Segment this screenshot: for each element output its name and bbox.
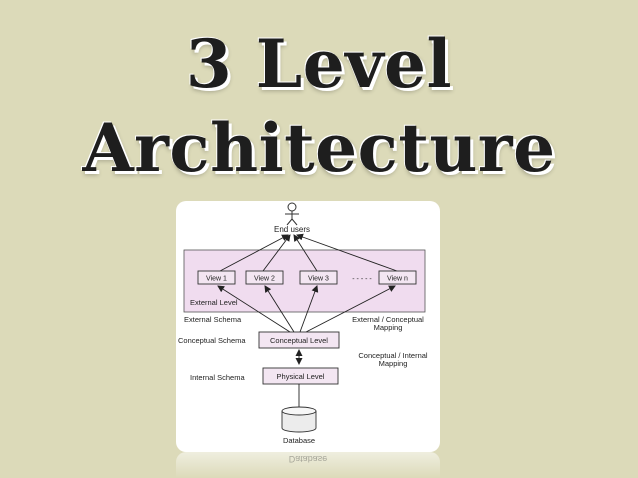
- conceptual-level-box: Conceptual Level: [258, 331, 340, 349]
- conceptual-schema-label: Conceptual Schema: [178, 336, 246, 345]
- title-line-2: Architecture: [82, 109, 556, 187]
- database-icon: [281, 406, 317, 433]
- user-figure-icon: [285, 202, 299, 226]
- view-n-label: View n: [387, 276, 408, 283]
- external-schema-label: External Schema: [184, 315, 242, 324]
- ext-conc-mapping-label-2: Mapping: [374, 323, 403, 332]
- title-line-1: 3 Level: [185, 25, 453, 103]
- physical-level-box: Physical Level: [262, 367, 339, 385]
- card-reflection: Database: [176, 452, 440, 478]
- view-3-label: View 3: [308, 276, 329, 283]
- architecture-diagram: End users View 1 View 2 View 3 - - - - -…: [178, 202, 428, 445]
- database-label: Database: [283, 436, 315, 445]
- physical-level-label: Physical Level: [277, 372, 325, 381]
- view-box-3: View 3: [299, 270, 338, 285]
- conceptual-to-view-arrows: [217, 285, 396, 333]
- conc-int-mapping-label-2: Mapping: [379, 359, 408, 368]
- view-1-label: View 1: [206, 276, 227, 283]
- ext-conc-mapping-label-1: External / Conceptual: [352, 315, 424, 324]
- slide-title: 3 Level Architecture: [0, 22, 638, 190]
- view-box-n: View n: [378, 270, 417, 285]
- end-users-label: End users: [274, 225, 310, 234]
- external-level-label: External Level: [190, 298, 238, 307]
- reflection-database-label: Database: [288, 454, 328, 464]
- view-ellipsis: - - - - -: [352, 276, 372, 283]
- view-2-label: View 2: [254, 276, 275, 283]
- internal-schema-label: Internal Schema: [190, 373, 245, 382]
- view-box-2: View 2: [245, 270, 284, 285]
- view-box-1: View 1: [197, 270, 236, 285]
- architecture-diagram-card: End users View 1 View 2 View 3 - - - - -…: [176, 201, 440, 452]
- conc-int-mapping-label-1: Conceptual / Internal: [358, 351, 428, 360]
- conceptual-level-label: Conceptual Level: [270, 336, 328, 345]
- view-to-users-arrows: [219, 233, 398, 272]
